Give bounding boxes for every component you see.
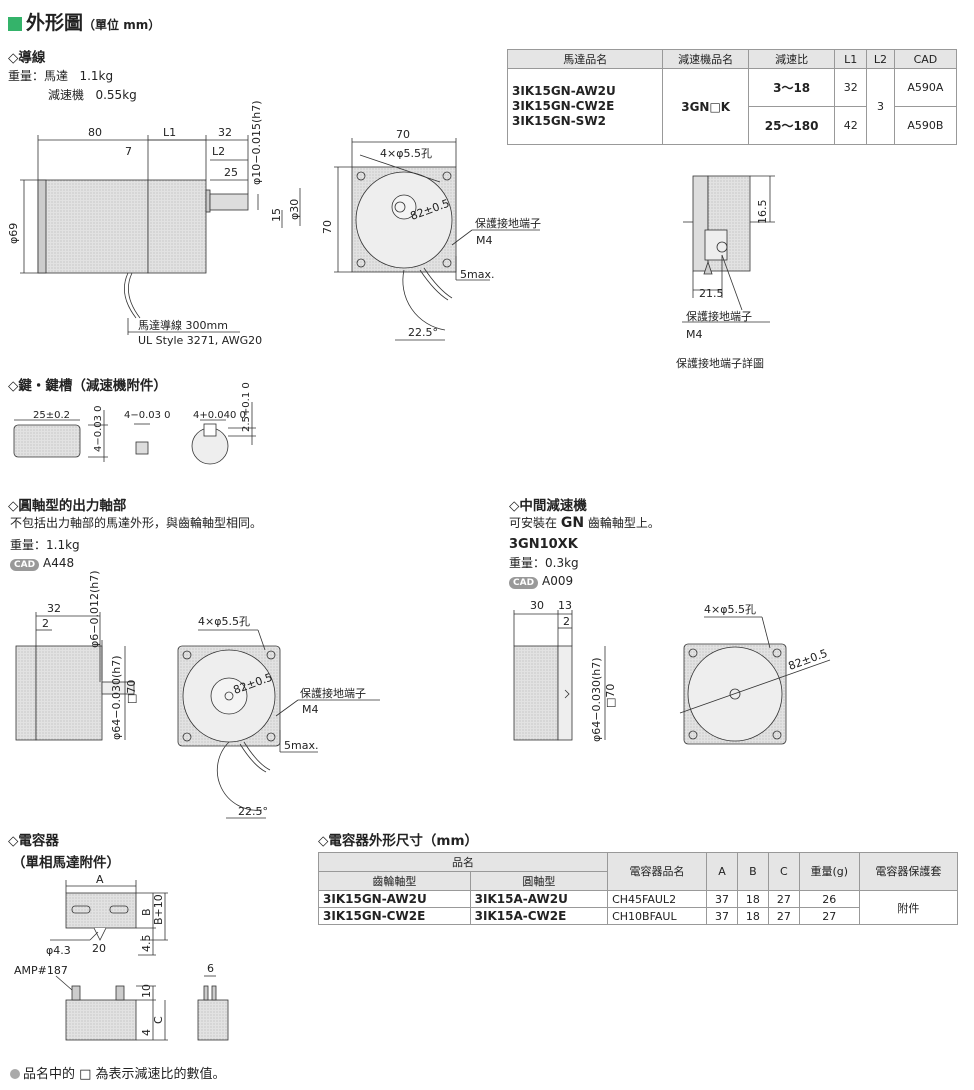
- table-row: 3IK15GN-AW2U 3IK15A-AW2U CH45FAUL2 37 18…: [318, 890, 959, 925]
- table-row: 3IK15GN-CW2E 3IK15A-CW2E CH10BFAUL 37 18…: [318, 907, 958, 925]
- footnote: 品名中的 □ 為表示減速比的數值。: [10, 1066, 226, 1083]
- dim-shaft: φ10−0.015(h7): [250, 100, 263, 185]
- dim-5max: 5max.: [460, 268, 494, 281]
- cap-dim-20: 20: [92, 942, 106, 955]
- im-sq: □70: [604, 684, 617, 708]
- rs-sq: □70: [125, 680, 138, 704]
- round-shaft-side: [15, 612, 135, 741]
- dim-16-5: 16.5: [756, 200, 769, 225]
- dim-69: φ69: [7, 223, 20, 244]
- cap-dim-4: 4: [140, 1029, 153, 1036]
- rs-5max: 5max.: [284, 739, 318, 752]
- cad-badge-icon: CAD: [10, 559, 40, 571]
- rs-flange: φ64−0.030(h7): [110, 655, 123, 740]
- dim-7: 7: [125, 145, 132, 158]
- key-k4: 2.5+0.1 0: [241, 382, 252, 432]
- detail-ground-label: 保護接地端子: [686, 309, 752, 323]
- lead-1: 馬達導線 300mm: [138, 318, 228, 332]
- cap-dim-A: A: [96, 873, 104, 886]
- im-30: 30: [530, 599, 544, 612]
- key-k1: 4−0.03 0: [93, 405, 104, 452]
- cap-dim-B: B: [140, 908, 153, 916]
- intermediate-weight: 重量：0.3kg: [509, 556, 579, 570]
- dim-70h: 70: [321, 220, 334, 234]
- motor-weight: 重量：馬達 1.1kg: [8, 69, 114, 83]
- rs-2: 2: [42, 617, 49, 630]
- motor-side-view: [20, 135, 301, 335]
- ground-m4: M4: [476, 234, 493, 247]
- dim-holes: 4×φ5.5孔: [380, 147, 432, 160]
- ground-label: 保護接地端子: [475, 216, 541, 230]
- page-title: 外形圖（單位 mm）: [8, 8, 160, 35]
- cap-dim-C: C: [152, 1016, 165, 1024]
- intermediate-heading: ◇中間減速機: [509, 498, 587, 514]
- capacitor-heading: ◇電容器: [8, 833, 59, 849]
- round-shaft-front: [177, 629, 380, 819]
- lead-2: UL Style 3271, AWG20: [138, 334, 262, 347]
- rs-shaft: φ6−0.012(h7): [88, 570, 101, 648]
- rs-m4: M4: [302, 703, 319, 716]
- dim-15: 15: [270, 208, 283, 222]
- cad-badge-icon: CAD: [509, 577, 539, 589]
- intermediate-model: 3GN10XK: [509, 537, 578, 552]
- im-pcd: 82±0.5: [787, 647, 830, 673]
- cap-dim-10: 10: [140, 984, 153, 998]
- capacitor-table: 品名 電容器品名 A B C 重量(g) 電容器保護套 齒輪軸型 圓軸型 3IK…: [317, 852, 959, 925]
- motor-front-view: [334, 138, 540, 341]
- capacitor-drawing: [50, 880, 229, 1041]
- dim-70w: 70: [396, 128, 410, 141]
- dim-25: 25: [224, 166, 238, 179]
- cap-dim-6: 6: [207, 962, 214, 975]
- intermediate-front: [679, 616, 831, 745]
- cap-table-heading: ◇電容器外形尺寸（mm）: [318, 833, 479, 849]
- im-flange: φ64−0.030(h7): [590, 657, 603, 742]
- round-shaft-desc: 不包括出力軸部的馬達外形，與齒輪軸型相同。: [10, 516, 263, 530]
- dim-L1: L1: [163, 126, 176, 139]
- cap-dim-B10: B+10: [152, 894, 165, 925]
- rs-angle: 22.5°: [238, 805, 268, 818]
- intermediate-side: [513, 610, 606, 741]
- cap-dim-45: 4.5: [140, 935, 153, 953]
- leadwire-heading: ◇導線: [8, 50, 46, 66]
- key-drawing: [13, 402, 256, 465]
- im-2: 2: [563, 615, 570, 628]
- bullet-icon: [10, 1069, 20, 1079]
- capacitor-sub: （單相馬達附件）: [12, 855, 120, 871]
- rs-ground: 保護接地端子: [300, 686, 366, 700]
- cap-amp: AMP#187: [14, 964, 68, 977]
- cap-dim-43: φ4.3: [46, 944, 71, 957]
- round-shaft-heading: ◇圓軸型的出力軸部: [8, 498, 127, 514]
- dim-80: 80: [88, 126, 102, 139]
- detail-caption: 保護接地端子詳圖: [676, 356, 764, 370]
- detail-m4: M4: [686, 328, 703, 341]
- rs-32: 32: [47, 602, 61, 615]
- dim-32: 32: [218, 126, 232, 139]
- key-heading: ◇鍵・鍵槽（減速機附件）: [8, 378, 167, 394]
- ground-detail-view: [682, 175, 775, 323]
- key-k3: 4+0.040 0: [193, 410, 246, 421]
- key-25: 25±0.2: [33, 410, 70, 421]
- rs-holes: 4×φ5.5孔: [198, 615, 250, 628]
- intermediate-desc: 可安裝在 GN 齒輪軸型上。: [509, 515, 660, 531]
- dim-L2: L2: [212, 145, 225, 158]
- dim-angle: 22.5°: [408, 326, 438, 339]
- green-square-icon: [8, 17, 22, 31]
- dim-21-5: 21.5: [699, 287, 724, 300]
- im-13: 13: [558, 599, 572, 612]
- gear-weight: 減速機 0.55kg: [48, 88, 137, 102]
- round-shaft-weight: 重量：1.1kg: [10, 538, 80, 552]
- key-k2: 4−0.03 0: [124, 410, 171, 421]
- dim-30: φ30: [288, 199, 301, 220]
- im-holes: 4×φ5.5孔: [704, 603, 756, 616]
